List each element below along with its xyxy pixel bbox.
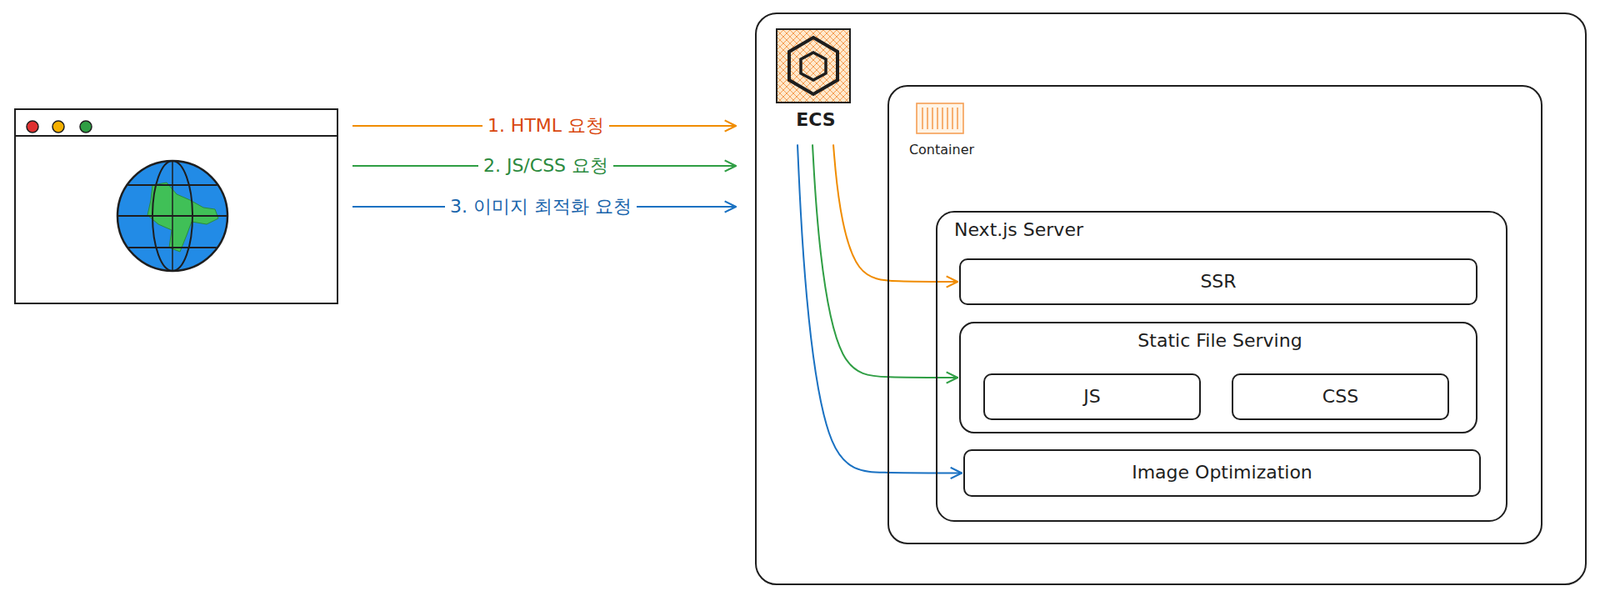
node-label: CSS xyxy=(1322,385,1359,408)
browser-window xyxy=(15,109,338,304)
process-box: SSR xyxy=(959,258,1478,305)
node-label: Next.js Server xyxy=(954,219,1084,241)
container-icon xyxy=(916,103,964,134)
node-label: SSR xyxy=(1200,270,1236,293)
node-label: Image Optimization xyxy=(1131,461,1313,484)
file-box: CSS xyxy=(1231,373,1450,420)
ecs-icon xyxy=(776,29,850,103)
node-label: Container xyxy=(909,141,975,158)
request-label: 3. 이미지 최적화 요청 xyxy=(445,195,637,218)
file-box: JS xyxy=(983,373,1201,420)
request-label: 2. JS/CSS 요청 xyxy=(478,155,614,177)
process-box: Image Optimization xyxy=(963,449,1481,497)
node-label: JS xyxy=(1083,385,1100,408)
request-arrows xyxy=(352,125,736,207)
group-box: Static File ServingJS CSS xyxy=(959,321,1478,434)
request-connector xyxy=(833,144,958,282)
node-label: ECS xyxy=(795,109,835,131)
globe-icon xyxy=(117,160,228,271)
request-label: 1. HTML 요청 xyxy=(482,115,610,137)
container-box: ContainerNext.js ServerSSR Static File Se… xyxy=(887,85,1543,545)
ecs-service: ECS ContainerNext.js ServerSSR Static File… xyxy=(755,12,1587,585)
node-label: Static File Serving xyxy=(1137,330,1302,352)
server-box: Next.js ServerSSR Static File ServingJS CS… xyxy=(935,210,1508,522)
